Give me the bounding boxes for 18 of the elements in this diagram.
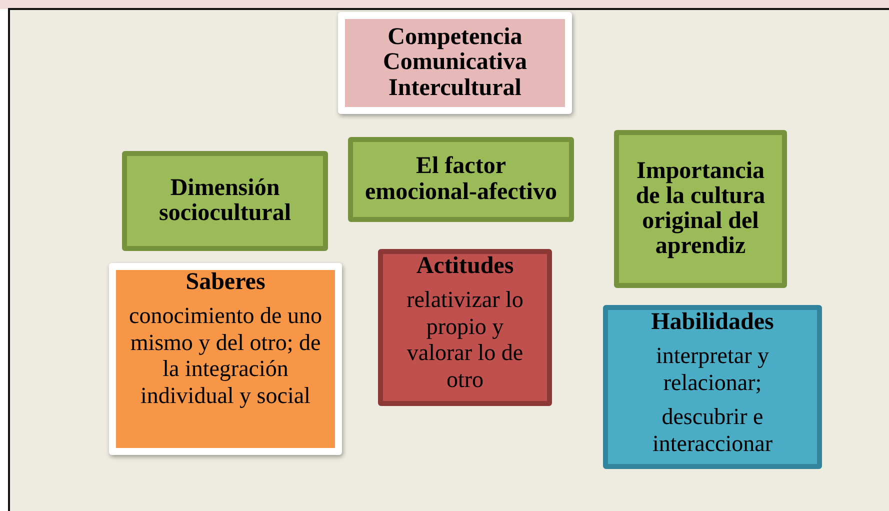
box-heading: Dimensión sociocultural — [158, 176, 292, 226]
box-description: relativizar lo propio y valorar lo de otro — [406, 287, 524, 393]
box-description: interpretar y relacionar; — [654, 343, 770, 396]
box-heading: Competencia Comunicativa Intercultural — [382, 25, 528, 101]
concept-box — [338, 12, 572, 114]
concept-box — [122, 151, 328, 251]
concept-box — [348, 137, 574, 222]
box-heading: Actitudes — [416, 254, 514, 280]
box-heading: Importancia de la cultura original del aprendiz — [634, 158, 766, 260]
concept-box — [378, 249, 552, 406]
box-heading: El factor emocional-afectivo — [364, 154, 558, 205]
concept-box — [614, 130, 787, 288]
box-description: descubrir e interaccionar — [651, 404, 774, 457]
concept-box — [109, 263, 342, 455]
box-heading: Habilidades — [651, 310, 774, 336]
concept-box — [603, 305, 822, 469]
box-description: conocimiento de uno mismo y del otro; de la integración individual y social — [128, 303, 323, 409]
box-heading: Saberes — [186, 270, 266, 296]
